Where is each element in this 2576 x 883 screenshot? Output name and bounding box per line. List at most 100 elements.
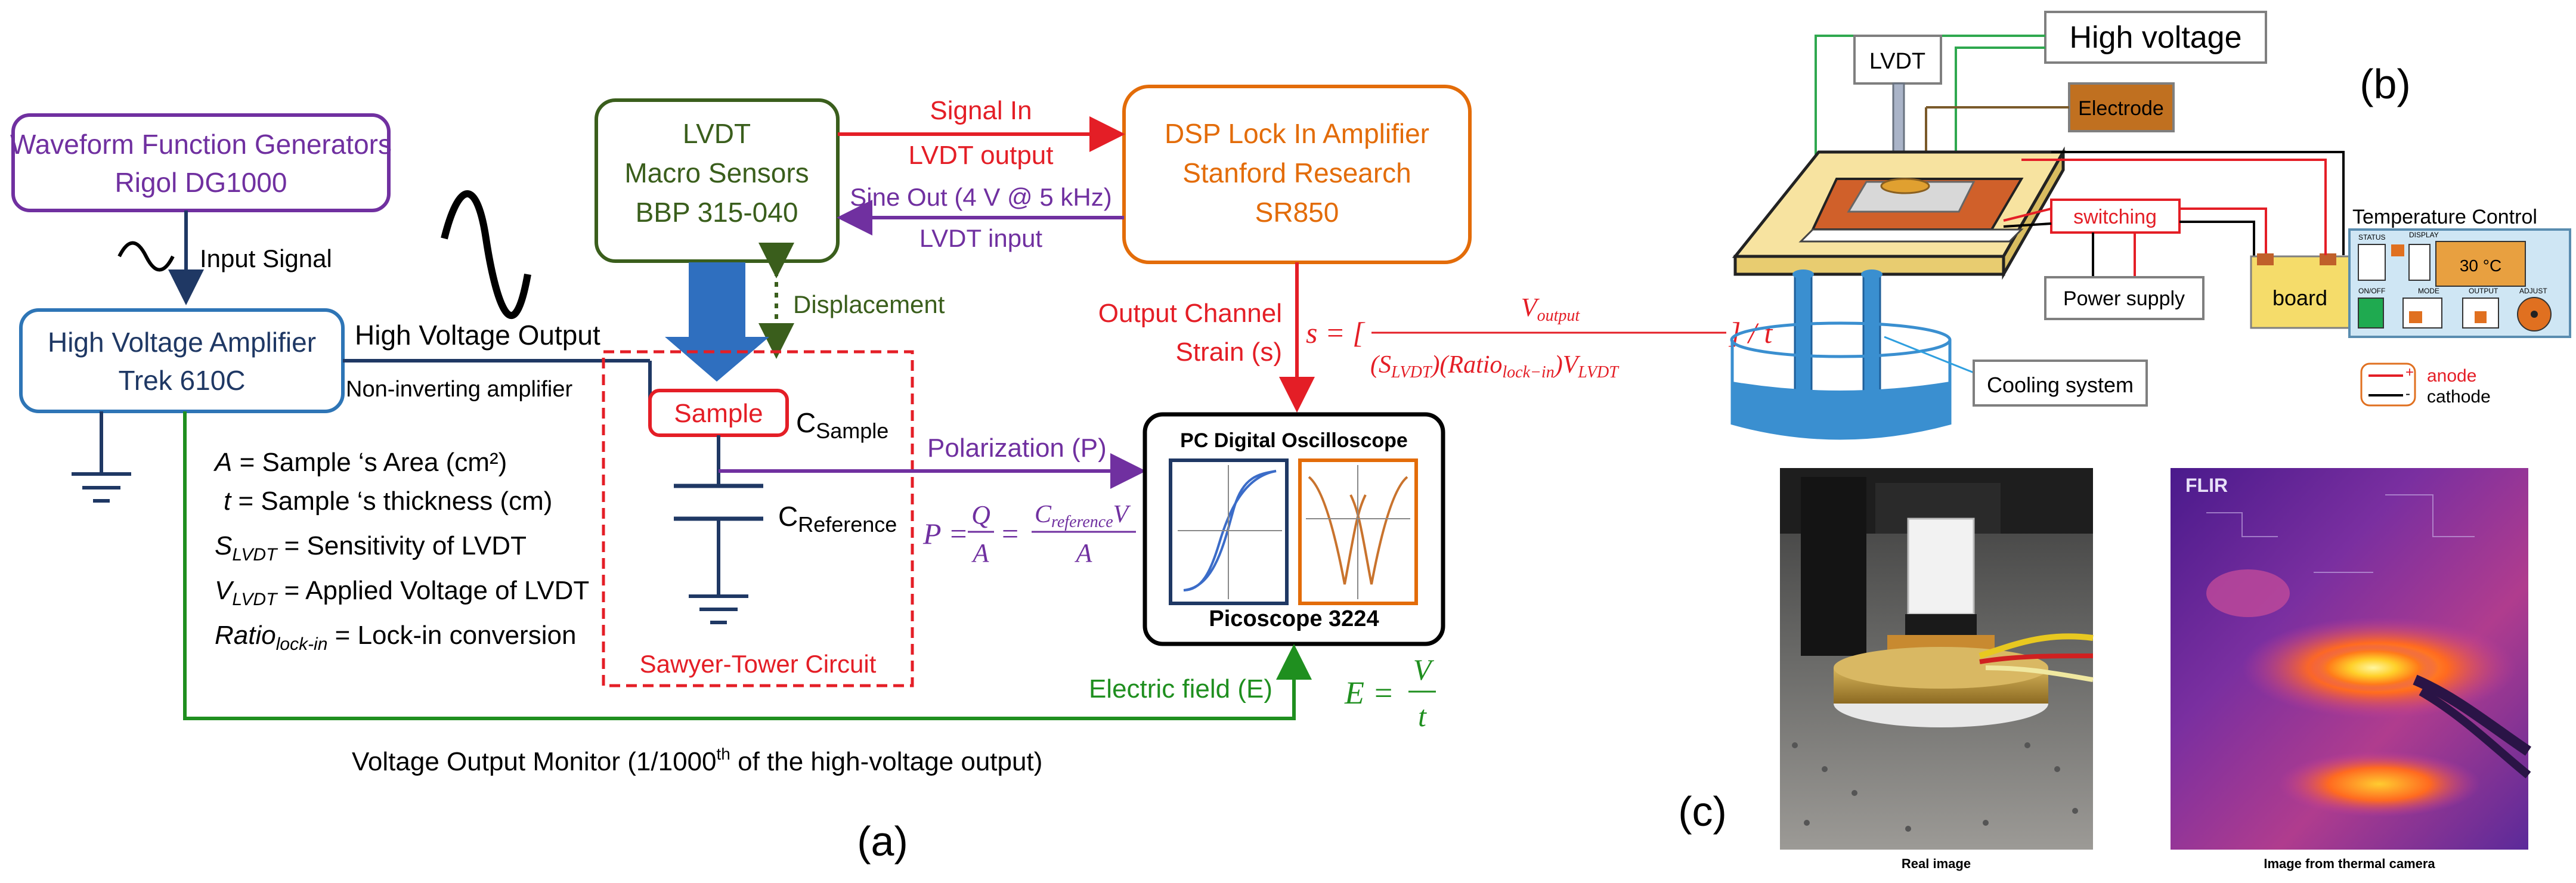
hv-amplifier-title: High Voltage Amplifier	[48, 327, 316, 358]
svg-text:(SLVDT)(Ratiolock−in)VLVDT: (SLVDT)(Ratiolock−in)VLVDT	[1370, 351, 1620, 382]
waveform-generator-box	[11, 113, 391, 212]
symbol-definitions: A = Sample ‘s Area (cm²) t = Sample ‘s t…	[213, 448, 589, 654]
def-voltage: VLVDT = Applied Voltage of LVDT	[215, 576, 589, 609]
ctrl-label-display: DISPLAY	[2409, 231, 2439, 239]
electric-field-formula: E = V t	[1344, 653, 1436, 733]
lockin-title: DSP Lock In Amplifier	[1165, 118, 1429, 149]
electric-field-label: Electric field (E)	[1089, 674, 1272, 704]
c-sample-label: CSample	[796, 407, 888, 443]
svg-text:t: t	[1418, 699, 1427, 733]
lockin-subtitle: Stanford Research	[1182, 157, 1411, 188]
panel-a: Waveform Function Generators Rigol DG100…	[10, 85, 1773, 865]
sawyer-tower-box	[602, 350, 914, 687]
temp-display-value: 30 °C	[2460, 256, 2501, 275]
small-sine-icon	[117, 241, 175, 272]
svg-text:+: +	[2405, 364, 2414, 380]
strain-label: Strain (s)	[1176, 337, 1282, 367]
electrode-box	[2068, 82, 2175, 132]
panel-b: High voltage LVDT Electrode Cooling sys	[1730, 11, 2571, 440]
cooling-pipe-left	[1794, 273, 1813, 401]
svg-text:s = [: s = [	[1306, 316, 1366, 349]
ctrl-label-mode: MODE	[2418, 287, 2439, 295]
base-plate	[1798, 228, 2024, 243]
oscilloscope-title: PC Digital Oscilloscope	[1180, 429, 1408, 452]
lvdt-sensor-title: LVDT	[683, 118, 751, 149]
waveform-generator-model: Rigol DG1000	[115, 167, 287, 198]
ctrl-label-adjust: ADJUST	[2519, 287, 2547, 295]
def-area: A = Sample ‘s Area (cm²)	[213, 448, 507, 477]
cooling-system-label: Cooling system	[1987, 373, 2134, 397]
switching-box	[2050, 199, 2181, 234]
voltage-monitor-line	[183, 411, 1312, 720]
voltage-monitor-label: Voltage Output Monitor (1/1000th of the …	[352, 745, 1042, 776]
lvdt-sensor-box	[595, 98, 840, 263]
power-supply-label: Power supply	[2063, 287, 2185, 310]
thermal-image-caption: Image from thermal camera	[2264, 856, 2435, 871]
polarization-formula: P = Q A = CreferenceV A	[922, 500, 1136, 568]
switch-black-wire	[2179, 221, 2255, 262]
polarization-label: Polarization (P)	[927, 433, 1107, 463]
switch-red-wire	[2179, 207, 2267, 262]
lvdt-probe-arrow	[665, 262, 769, 382]
on-off-button	[2358, 298, 2384, 329]
svg-text:A: A	[971, 538, 990, 568]
def-ratio: Ratiolock-in = Lock-in conversion	[215, 621, 576, 654]
sample-plate	[1847, 181, 1976, 213]
sawyer-tower-label: Sawyer-Tower Circuit	[640, 650, 877, 678]
electrode-disc	[1880, 178, 1930, 194]
panel-c-label: (c)	[1678, 788, 1727, 835]
wire-legend	[2360, 363, 2416, 407]
real-image-caption: Real image	[1902, 856, 1971, 871]
svg-text:=: =	[1002, 517, 1018, 550]
hv-output-label: High Voltage Output	[355, 320, 600, 351]
thermal-image	[2171, 468, 2531, 850]
oscilloscope-model: Picoscope 3224	[1209, 606, 1379, 631]
butterfly-loop	[1306, 465, 1410, 599]
lockin-model: SR850	[1255, 197, 1339, 228]
svg-text:E =: E =	[1344, 675, 1394, 711]
high-voltage-box	[2044, 11, 2267, 64]
ground-symbol-amp	[72, 411, 131, 503]
lvdt-input-label: LVDT input	[919, 224, 1043, 252]
heater-red-wire	[2021, 159, 2327, 255]
panel-a-label: (a)	[857, 818, 908, 865]
sine-out-label: Sine Out (4 V @ 5 kHz)	[850, 183, 1111, 211]
real-image	[1780, 468, 2094, 850]
svg-text:CreferenceV: CreferenceV	[1035, 501, 1131, 531]
def-thickness: t = Sample ‘s thickness (cm)	[224, 487, 552, 516]
sample-label: Sample	[674, 399, 763, 428]
non-inverting-label: Non-inverting amplifier	[346, 377, 572, 402]
board-box	[2250, 255, 2351, 329]
hv-amplifier-model: Trek 610C	[118, 365, 245, 396]
svg-text:Voutput: Voutput	[1521, 293, 1581, 325]
hv-amplifier-box	[19, 308, 345, 413]
power-supply-box	[2044, 276, 2205, 320]
hv-wire-green-1	[1815, 35, 2045, 185]
ground-symbol-circuit	[689, 594, 748, 624]
heater-black-wire	[2051, 151, 2345, 255]
hysteresis-loop	[1178, 465, 1282, 599]
def-sensitivity: SLVDT = Sensitivity of LVDT	[215, 531, 527, 565]
panel-b-label: (b)	[2360, 61, 2411, 107]
temp-display	[2435, 241, 2526, 287]
board-label: board	[2272, 286, 2327, 310]
waveform-generator-title: Waveform Function Generators	[10, 129, 392, 160]
high-voltage-label: High voltage	[2069, 20, 2241, 55]
svg-text:A: A	[1075, 538, 1093, 568]
ctrl-label-onoff: ON/OFF	[2358, 287, 2385, 295]
input-signal-label: Input Signal	[200, 244, 332, 272]
ctrl-label-output: OUTPUT	[2469, 287, 2498, 295]
flir-logo: FLIR	[2185, 475, 2228, 496]
output-channel-label: Output Channel	[1098, 299, 1282, 328]
electrode-label: Electrode	[2078, 97, 2164, 120]
panel-c: (c) Real image	[1678, 468, 2531, 871]
svg-text:V: V	[1413, 653, 1435, 686]
svg-text:Q: Q	[971, 500, 990, 529]
legend-anode: anode	[2427, 366, 2476, 386]
cooling-system-box	[1973, 360, 2148, 407]
c-reference-label: CReference	[778, 501, 897, 537]
lvdt-label-box	[1853, 35, 1942, 85]
legend-cathode: cathode	[2427, 387, 2491, 407]
large-sine-icon	[441, 190, 531, 319]
displacement-label: Displacement	[793, 290, 945, 318]
